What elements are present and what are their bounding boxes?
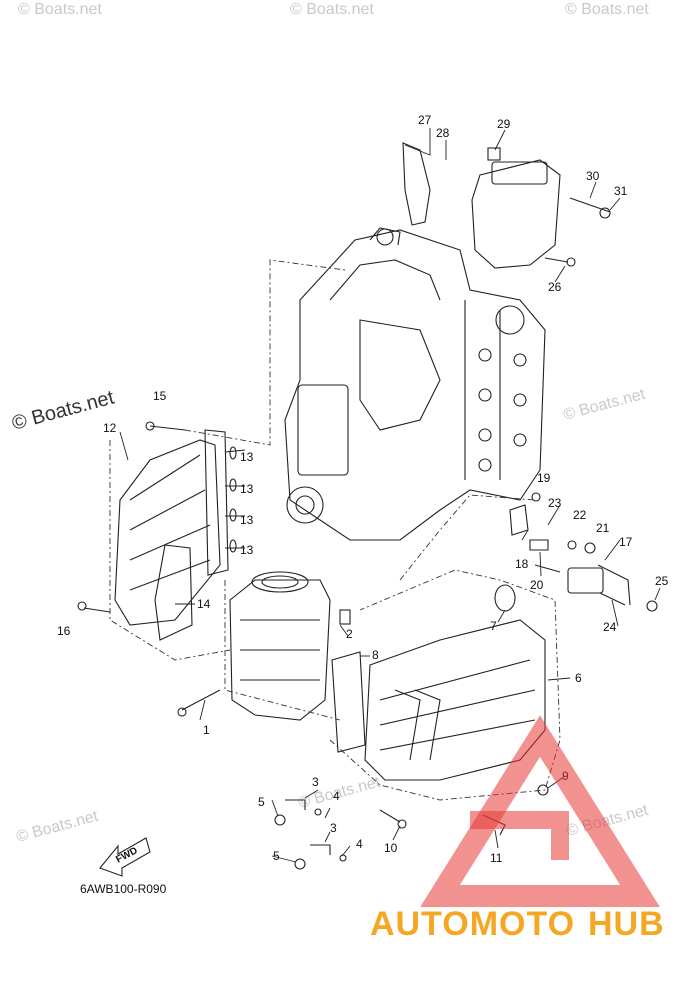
callout-4: 4: [333, 789, 340, 803]
callout-13: 13: [240, 543, 254, 557]
callout-6: 6: [575, 671, 582, 685]
callout-11: 11: [490, 851, 503, 865]
diagram-code: 6AWB100-R090: [80, 882, 167, 896]
callout-5: 5: [258, 795, 265, 809]
callout-20: 20: [530, 578, 544, 592]
watermark-text: © Boats.net: [562, 386, 648, 424]
callout-28: 28: [436, 126, 450, 140]
watermark-text: © Boats.net: [290, 1, 374, 18]
callout-29: 29: [497, 117, 511, 131]
watermark-text: © Boats.net: [565, 1, 649, 18]
watermark-text: © Boats.net: [10, 386, 117, 434]
callout-8: 8: [372, 648, 379, 662]
callout-24: 24: [603, 620, 617, 634]
callout-3: 3: [312, 775, 319, 789]
callout-13: 13: [240, 450, 254, 464]
callout-19: 19: [537, 471, 551, 485]
logo-text-automoto: AUTOMOTO: [370, 905, 575, 943]
callout-2: 2: [346, 627, 353, 641]
fuel-assembly: [402, 142, 611, 269]
intake-manifold: [114, 429, 237, 641]
watermark-text: © Boats.net: [18, 1, 102, 18]
callout-18: 18: [515, 557, 529, 571]
callout-13: 13: [240, 513, 254, 527]
callout-4: 4: [356, 837, 363, 851]
automotohub-logo: AUTOMOTO HUB: [370, 715, 665, 943]
callout-27: 27: [418, 113, 432, 127]
callout-17: 17: [619, 535, 633, 549]
callout-12: 12: [103, 421, 117, 435]
callout-23: 23: [548, 496, 562, 510]
fwd-arrow-icon: FWD: [99, 837, 151, 877]
callout-labels: 1 2 3 3 4 4 5 5 6 7 8 9 10 11 12 13 13 1…: [57, 113, 669, 865]
callout-25: 25: [655, 574, 669, 588]
callout-30: 30: [586, 169, 600, 183]
watermark-text: © Boats.net: [15, 808, 101, 846]
logo-text-hub: HUB: [588, 905, 665, 943]
callout-22: 22: [573, 508, 587, 522]
callout-26: 26: [548, 280, 562, 294]
callout-21: 21: [596, 521, 610, 535]
callout-31: 31: [614, 184, 628, 198]
callout-10: 10: [384, 841, 398, 855]
engine-block: [284, 227, 546, 541]
throttle-body: [229, 571, 351, 721]
callout-15: 15: [153, 389, 167, 403]
callout-16: 16: [57, 624, 71, 638]
callout-7: 7: [490, 619, 497, 633]
callout-14: 14: [197, 597, 211, 611]
callout-1: 1: [203, 723, 210, 737]
callout-13: 13: [240, 482, 254, 496]
intake-silencer: [331, 584, 546, 781]
callout-5: 5: [273, 849, 280, 863]
callout-3: 3: [330, 821, 337, 835]
leader-lines: [109, 128, 661, 863]
